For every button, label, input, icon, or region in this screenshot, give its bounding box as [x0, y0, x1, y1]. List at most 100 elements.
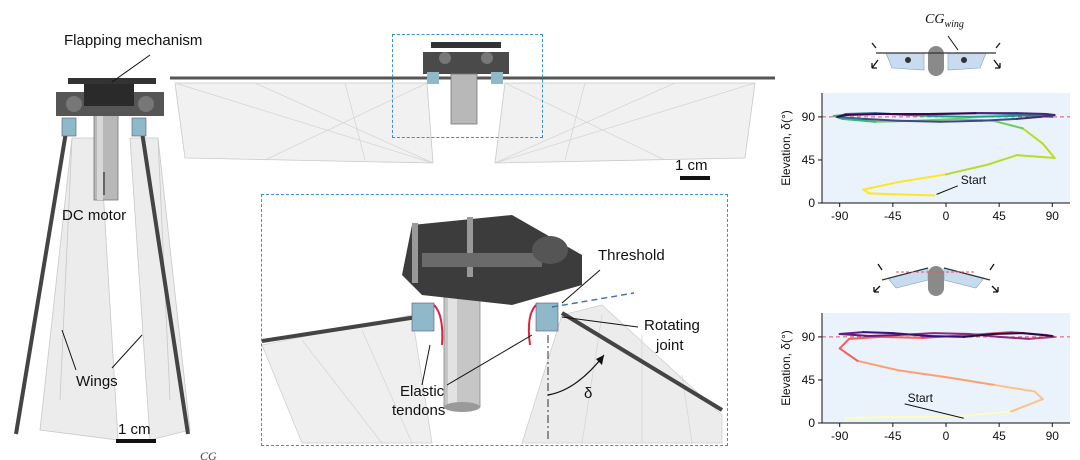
- top-view-drawing: [170, 42, 775, 180]
- x-tick-label: 90: [1046, 209, 1060, 223]
- cg-bottom-partial-label: CG: [200, 449, 217, 460]
- series-segment: [933, 332, 971, 336]
- series-segment: [962, 333, 995, 338]
- series-segment: [836, 115, 865, 120]
- series-segment: [841, 117, 877, 123]
- rotating-joint-label-line1: Rotating: [644, 317, 700, 334]
- y-tick-label: 0: [808, 416, 815, 430]
- series-segment: [844, 416, 877, 420]
- y-tick-label: 0: [808, 196, 815, 210]
- wings-label: Wings: [76, 373, 118, 390]
- series-segment: [844, 113, 883, 116]
- series-1: [836, 112, 1056, 123]
- x-tick-label: -45: [884, 209, 902, 223]
- delta-angle-label: δ: [584, 385, 593, 402]
- series-segment: [897, 119, 942, 123]
- cg-wing-sub: wing: [944, 18, 964, 30]
- series-segment: [927, 114, 971, 118]
- x-tick-label: 0: [943, 209, 950, 223]
- rotating-joint-label-line2: joint: [656, 337, 684, 354]
- elevation-chart-bottom: -90 -45 0 45 90 0 45 90 Elevation, δ(°) Start: [779, 313, 1070, 443]
- x-tick-label: 0: [943, 429, 950, 443]
- series-segment: [992, 332, 1024, 336]
- series-segment: [1009, 398, 1044, 413]
- series-segment: [1009, 113, 1036, 117]
- series-segment: [945, 376, 995, 386]
- x-tick-label: -90: [831, 209, 849, 223]
- series-segment: [945, 163, 989, 176]
- series-segment: [968, 410, 1012, 417]
- series-segment: [939, 119, 983, 123]
- elevation-chart-top: -90 -45 0 45 90 0 45 90 Elevation, δ(°) Start: [779, 93, 1070, 223]
- series-segment: [998, 335, 1030, 340]
- scale-bar-left-label: 1 cm: [118, 421, 151, 438]
- start-annotation: Start: [908, 391, 934, 405]
- y-tick-label: 45: [802, 373, 816, 387]
- series-segment: [992, 383, 1036, 393]
- y-axis-label: Elevation, δ(°): [779, 330, 793, 406]
- series-segment: [980, 117, 1018, 122]
- y-axis-label: Elevation, δ(°): [779, 110, 793, 186]
- wing-diagram-bottom: [873, 263, 999, 296]
- series-1: [838, 331, 1056, 340]
- scale-bar-top-label: 1 cm: [675, 157, 708, 174]
- series-segment: [891, 332, 930, 337]
- x-tick-label: 90: [1046, 429, 1060, 443]
- threshold-label: Threshold: [598, 247, 665, 264]
- series-segment: [986, 154, 1018, 166]
- series-segment: [1021, 332, 1054, 337]
- series-segment: [1021, 127, 1044, 145]
- front-view-drawing: [14, 54, 191, 443]
- series-segment: [1015, 112, 1048, 116]
- series-segment: [1041, 142, 1056, 160]
- series-segment: [992, 119, 1024, 130]
- x-tick-label: -45: [884, 429, 902, 443]
- series-segment: [880, 335, 924, 339]
- zoomed-detail-box: [261, 194, 728, 446]
- series-segment: [897, 369, 947, 379]
- y-tick-label: 90: [802, 110, 816, 124]
- start-arrow-line: [904, 403, 964, 419]
- series-segment: [921, 414, 971, 419]
- wing-diagram-top: [871, 35, 1001, 76]
- series-segment: [838, 337, 851, 350]
- series-segment: [1015, 154, 1056, 160]
- series-segment: [836, 114, 847, 118]
- series-segment: [868, 334, 900, 337]
- dc-motor-label: DC motor: [62, 207, 127, 224]
- plot-area: [822, 313, 1070, 423]
- series-segment: [862, 117, 900, 122]
- flapping-mechanism-label: Flapping mechanism: [64, 32, 203, 49]
- series-segment: [897, 193, 936, 197]
- series-segment: [868, 192, 900, 196]
- zoomed-detail-drawing: [262, 215, 724, 444]
- cg-bottom-text: CG: [200, 449, 217, 460]
- cg-wing-main: CG: [925, 12, 945, 27]
- series-segment: [1015, 115, 1042, 120]
- series-segment: [838, 347, 859, 362]
- detail-highlight-box: [392, 34, 543, 138]
- series-segment: [862, 331, 894, 335]
- y-tick-label: 90: [802, 330, 816, 344]
- elastic-tendons-label-line1: Elastic: [400, 383, 445, 400]
- series-segment: [968, 114, 1012, 118]
- series-segment: [927, 112, 977, 116]
- x-tick-label: -90: [831, 429, 849, 443]
- x-tick-label: 45: [992, 209, 1006, 223]
- series-segment: [856, 359, 900, 372]
- series-segment: [1045, 113, 1056, 116]
- series-segment: [897, 173, 947, 183]
- series-segment: [848, 335, 883, 340]
- start-arrow-line: [936, 185, 958, 195]
- series-segment: [1027, 335, 1056, 340]
- start-annotation: Start: [961, 173, 987, 187]
- series-segment: [1033, 390, 1044, 401]
- series-segment: [862, 180, 900, 191]
- series-segment: [838, 331, 865, 336]
- y-tick-label: 45: [802, 153, 816, 167]
- plot-area: [822, 93, 1070, 203]
- series-segment: [927, 334, 965, 338]
- x-tick-label: 45: [992, 429, 1006, 443]
- elastic-tendons-label-line2: tendons: [392, 402, 446, 419]
- cg-wing-label: CGwing: [925, 12, 964, 30]
